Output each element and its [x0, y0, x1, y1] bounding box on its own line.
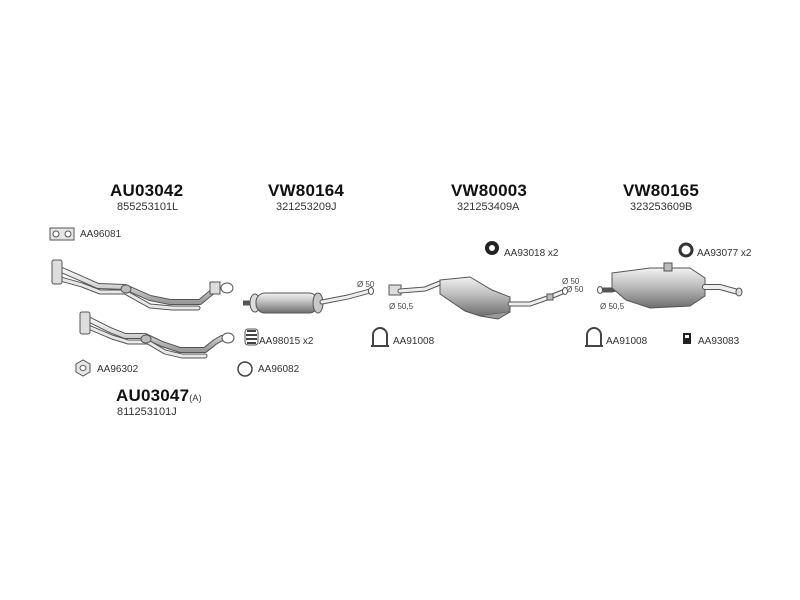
rear-silencer-vw80165-icon	[597, 262, 743, 309]
oem-number-au03042: 855253101L	[117, 201, 179, 213]
part-label-aa96302: AA96302	[97, 364, 139, 375]
ring-icon	[237, 361, 253, 377]
front-silencer-vw80164-icon	[243, 287, 374, 314]
clamp-icon	[585, 327, 603, 347]
middle-silencer-vw80003-icon	[388, 276, 568, 320]
dim-rear-out: Ø 50	[566, 285, 584, 294]
part-label-aa93077: AA93077 x2	[697, 248, 752, 259]
part-code-vw80003: VW80003	[451, 181, 528, 200]
clamp-icon	[371, 327, 389, 347]
oem-number-vw80165: 323253609B	[630, 201, 693, 213]
part-label-aa93083: AA93083	[698, 336, 740, 347]
oem-number-vw80164: 321253209J	[276, 201, 337, 213]
front-pipe-au03047-icon	[79, 311, 235, 359]
part-code-au03047-text: AU03047	[116, 386, 190, 405]
part-label-aa91008-mid: AA91008	[393, 336, 435, 347]
part-code-au03042: AU03042	[110, 181, 184, 200]
part-label-aa96081: AA96081	[80, 229, 122, 240]
front-pipe-au03042-icon	[51, 259, 234, 311]
part-code-au03047: AU03047(A)	[116, 386, 202, 406]
part-label-aa98015: AA98015 x2	[259, 336, 314, 347]
part-code-vw80164: VW80164	[268, 181, 345, 200]
dim-rear-in: Ø 50,5	[600, 302, 625, 311]
part-label-aa93018: AA93018 x2	[504, 248, 559, 259]
part-code-vw80165: VW80165	[623, 181, 700, 200]
part-code-au03047-suffix: (A)	[189, 393, 202, 403]
dim-front-silencer-out: Ø 50	[357, 280, 375, 289]
rubber-mount-icon	[485, 241, 499, 255]
rubber-ring-icon	[678, 242, 694, 258]
dim-mid-in: Ø 50,5	[389, 302, 414, 311]
flange-gasket-icon	[75, 359, 91, 377]
spring-clip-icon	[244, 328, 259, 346]
oem-number-vw80003: 321253409A	[457, 201, 520, 213]
oem-number-au03047: 811253101J	[117, 406, 177, 418]
hanger-icon	[683, 333, 691, 344]
part-label-aa96082: AA96082	[258, 364, 300, 375]
gasket-icon	[49, 227, 75, 241]
part-label-aa91008-rear: AA91008	[606, 336, 648, 347]
dim-mid-out: Ø 50	[562, 277, 580, 286]
